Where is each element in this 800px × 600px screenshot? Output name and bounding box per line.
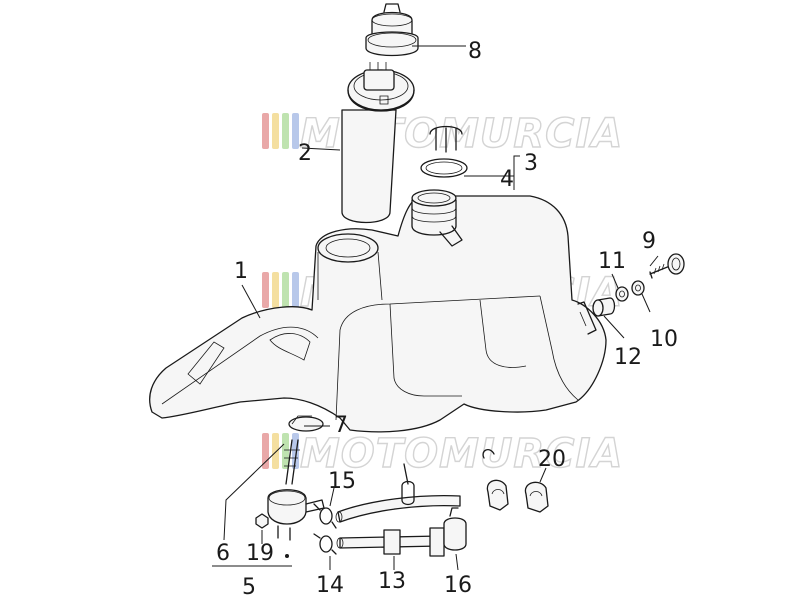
part-bush-12: [592, 297, 616, 317]
watermark-bottom: MOTOMURCIA: [262, 430, 623, 478]
part-hose-lower-13: [336, 527, 445, 557]
part-ring-nut: [429, 125, 463, 153]
part-washer-10: [631, 280, 645, 296]
watermark-text: MOTOMURCIA: [300, 431, 623, 477]
part-hose-clamp-16: [443, 507, 467, 551]
callout-16: 16: [444, 573, 472, 598]
part-clamp-7: [288, 415, 324, 432]
part-fuel-tap: [267, 439, 325, 541]
callout-9: 9: [642, 229, 656, 254]
part-stud-19: [255, 513, 289, 558]
part-hose-clamp-20: [482, 449, 549, 513]
watermark-logo-icon: [262, 272, 299, 308]
callout-15: 15: [328, 469, 356, 494]
leader-lines: [212, 45, 659, 571]
part-filler-cap: [365, 3, 419, 57]
callout-3: 3: [524, 151, 538, 176]
part-fuel-tank: [149, 189, 607, 433]
watermark-logo-icon: [262, 433, 299, 469]
callout-11: 11: [598, 249, 626, 274]
part-gasket: [420, 158, 468, 178]
part-fuel-pump: [341, 62, 415, 224]
callout-14: 14: [316, 573, 344, 598]
callouts: 8 2 3 4 1 7 6 19 5 9 11 10 12 15 14 13 1…: [216, 39, 678, 600]
callout-4: 4: [500, 167, 514, 192]
callout-2: 2: [298, 141, 312, 166]
callout-10: 10: [650, 327, 678, 352]
callout-8: 8: [468, 39, 482, 64]
callout-1: 1: [234, 259, 248, 284]
watermark-logo-icon: [262, 113, 299, 149]
callout-7: 7: [334, 413, 348, 438]
part-hose-clip-14: [313, 533, 337, 555]
callout-13: 13: [378, 569, 406, 594]
part-screw: [649, 253, 685, 279]
callout-19: 19: [246, 541, 274, 566]
callout-12: 12: [614, 345, 642, 370]
callout-20: 20: [538, 447, 566, 472]
callout-5: 5: [242, 575, 256, 600]
watermark-top: MOTOMURCIA: [262, 110, 623, 158]
part-washer-11: [615, 286, 629, 302]
part-hose-clip-15: [313, 503, 337, 529]
callout-6: 6: [216, 541, 230, 566]
part-hose-upper: [335, 463, 461, 523]
